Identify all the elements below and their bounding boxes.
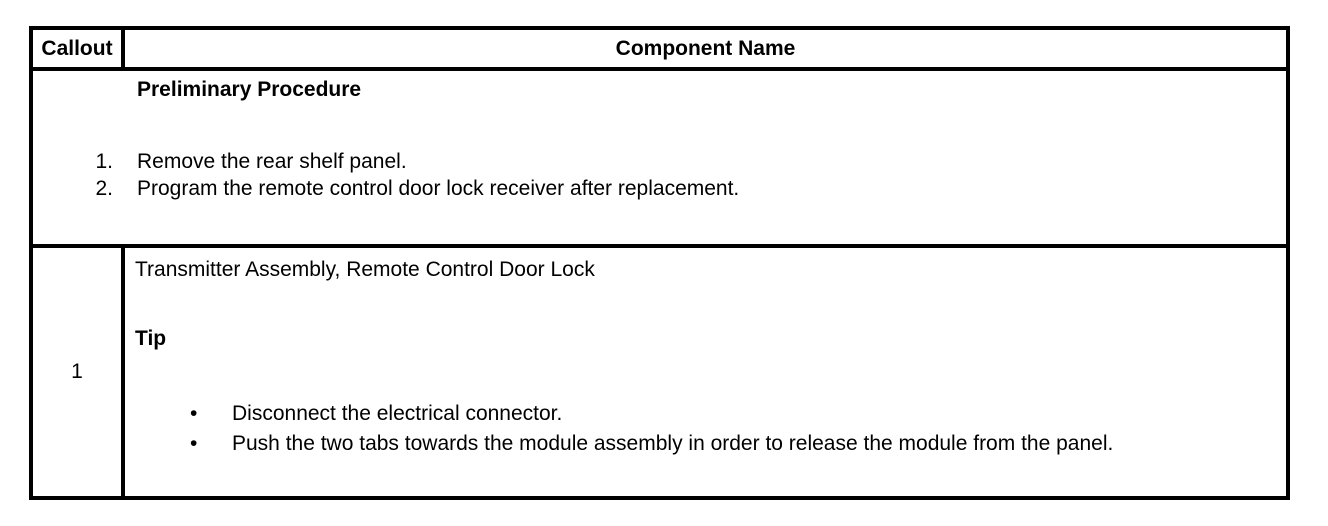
preliminary-procedure-row: Preliminary Procedure 1. Remove the rear… — [33, 71, 1286, 248]
step-text: Program the remote control door lock rec… — [137, 177, 740, 200]
table-header-row: Callout Component Name — [33, 30, 1286, 71]
list-item: 1. Remove the rear shelf panel. — [95, 148, 1274, 175]
component-callout-table: Callout Component Name Preliminary Proce… — [29, 26, 1290, 500]
preliminary-procedure-title: Preliminary Procedure — [137, 78, 362, 101]
step-number: 1. — [95, 150, 113, 173]
tip-bullet-list: • Disconnect the electrical connector. •… — [135, 399, 1274, 459]
component-name-column-header: Component Name — [615, 36, 796, 60]
bullet-text: Push the two tabs towards the module ass… — [232, 432, 1114, 455]
list-item: • Push the two tabs towards the module a… — [190, 429, 1274, 459]
list-item: • Disconnect the electrical connector. — [190, 399, 1274, 429]
bullet-icon: • — [190, 432, 198, 455]
bullet-text: Disconnect the electrical connector. — [232, 402, 563, 425]
component-description-cell: Transmitter Assembly, Remote Control Doo… — [125, 248, 1286, 496]
step-text: Remove the rear shelf panel. — [137, 150, 407, 173]
component-title: Transmitter Assembly, Remote Control Doo… — [135, 258, 595, 281]
component-row: 1 Transmitter Assembly, Remote Control D… — [33, 248, 1286, 496]
callout-column-header: Callout — [33, 30, 125, 67]
tip-label: Tip — [135, 327, 167, 350]
preliminary-steps-list: 1. Remove the rear shelf panel. 2. Progr… — [95, 148, 1274, 202]
step-number: 2. — [95, 177, 113, 200]
bullet-icon: • — [190, 402, 198, 425]
list-item: 2. Program the remote control door lock … — [95, 175, 1274, 202]
callout-number-cell: 1 — [33, 248, 125, 496]
